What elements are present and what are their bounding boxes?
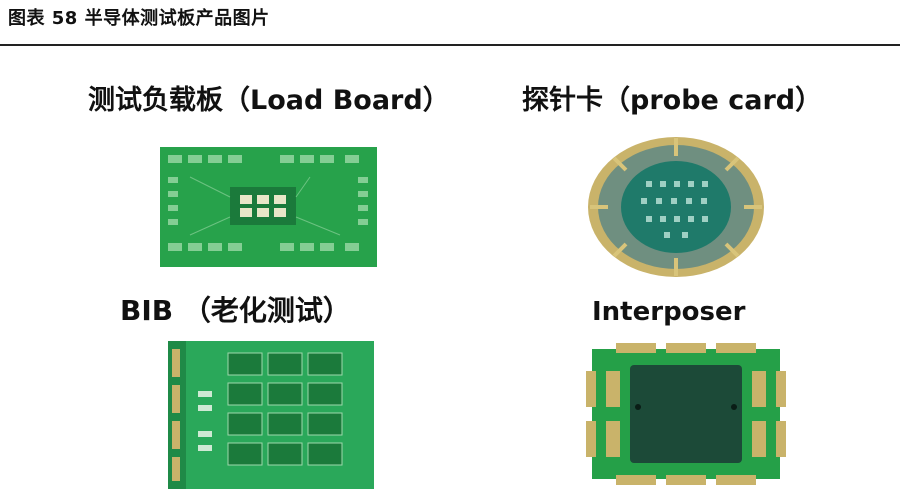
probe-card-image (588, 137, 764, 277)
bib-image (168, 341, 374, 489)
label-interposer: Interposer (592, 297, 746, 327)
label-probe-card: 探针卡（probe card） (522, 85, 823, 116)
title-rule (0, 44, 900, 46)
figure-title: 图表 58 半导体测试板产品图片 (8, 8, 270, 29)
label-bib: BIB （老化测试） (120, 294, 351, 327)
interposer-image (586, 343, 786, 485)
load-board-image (160, 147, 377, 267)
label-load-board: 测试负载板（Load Board） (88, 85, 450, 116)
